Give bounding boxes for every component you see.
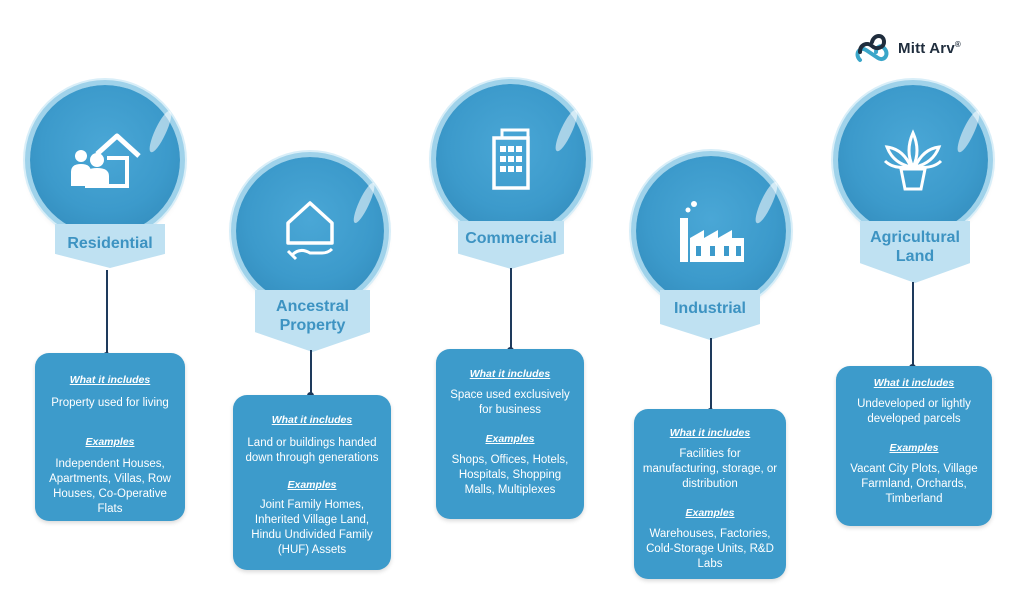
potted-plant-icon <box>883 129 943 191</box>
agricultural-bubble <box>838 85 988 235</box>
office-building-icon <box>492 128 530 190</box>
agricultural-title: Agricultural Land <box>860 221 970 283</box>
includes-heading: What it includes <box>69 374 151 386</box>
commercial-card: What it includes Space used exclusively … <box>436 349 584 519</box>
connector-line <box>310 350 312 396</box>
includes-heading: What it includes <box>271 414 353 426</box>
includes-text: Undeveloped or lightly developed parcels <box>857 398 971 425</box>
family-home-icon <box>71 133 141 188</box>
examples-heading: Examples <box>685 507 735 519</box>
industrial-title: Industrial <box>660 290 760 340</box>
connector-line <box>510 268 512 350</box>
examples-text: Vacant City Plots, Village Farmland, Orc… <box>850 463 978 505</box>
brand-logo: Mitt Arv® <box>852 28 961 68</box>
examples-text: Shops, Offices, Hotels, Hospitals, Shopp… <box>451 454 569 496</box>
connector-line <box>912 282 914 368</box>
examples-text: Joint Family Homes, Inherited Village La… <box>251 499 373 556</box>
includes-text: Space used exclusively for business <box>450 389 570 416</box>
connector-line <box>106 270 108 356</box>
brand-name: Mitt Arv® <box>898 39 961 57</box>
residential-title: Residential <box>55 224 165 268</box>
ancestral-bubble <box>236 157 384 305</box>
examples-text: Independent Houses, Apartments, Villas, … <box>49 458 171 515</box>
includes-text: Land or buildings handed down through ge… <box>245 437 379 464</box>
house-in-hand-icon <box>286 201 334 261</box>
ancestral-title: Ancestral Property <box>255 290 370 352</box>
industrial-bubble <box>636 156 786 306</box>
connector-line <box>710 338 712 412</box>
examples-text: Warehouses, Factories, Cold-Storage Unit… <box>646 528 774 570</box>
factory-icon <box>680 201 744 262</box>
includes-text: Property used for living <box>51 397 169 409</box>
includes-text: Facilities for manufacturing, storage, o… <box>642 448 778 490</box>
industrial-card: What it includes Facilities for manufact… <box>634 409 786 579</box>
includes-heading: What it includes <box>469 368 551 380</box>
examples-heading: Examples <box>485 433 535 445</box>
residential-bubble <box>30 85 180 235</box>
residential-card: What it includes Property used for livin… <box>35 353 185 521</box>
includes-heading: What it includes <box>873 377 955 389</box>
includes-heading: What it includes <box>669 427 751 439</box>
commercial-bubble <box>436 84 586 234</box>
examples-heading: Examples <box>287 479 337 491</box>
agricultural-card: What it includes Undeveloped or lightly … <box>836 366 992 526</box>
examples-heading: Examples <box>889 442 939 454</box>
ancestral-card: What it includes Land or buildings hande… <box>233 395 391 570</box>
examples-heading: Examples <box>85 436 135 448</box>
infinity-loop-icon <box>855 34 889 62</box>
commercial-title: Commercial <box>458 221 564 269</box>
